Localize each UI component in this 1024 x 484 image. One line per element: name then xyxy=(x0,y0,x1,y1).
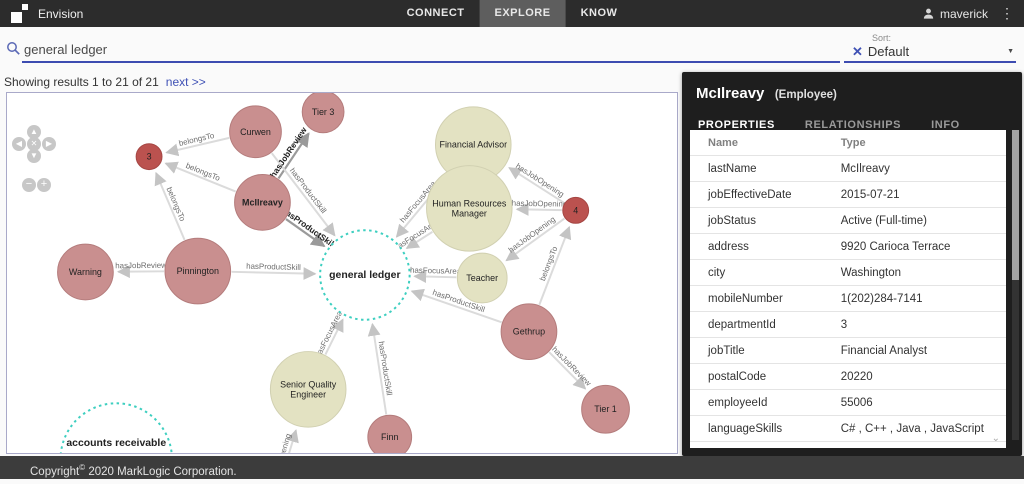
next-page-link[interactable]: next >> xyxy=(166,75,206,89)
scrollbar-thumb[interactable] xyxy=(1012,130,1019,280)
graph-node-n4[interactable]: 4 xyxy=(563,197,589,223)
graph-svg[interactable]: belongsTobelongsTobelongsTohasJobReviewh… xyxy=(7,93,677,453)
search-icon xyxy=(6,41,21,56)
copyright-text: Copyright© 2020 MarkLogic Corporation. xyxy=(30,466,237,478)
svg-text:4: 4 xyxy=(573,205,578,215)
search-input[interactable] xyxy=(22,37,840,63)
table-header-row: Name Type xyxy=(690,130,1006,156)
pan-zoom-controls: ▲ ◀ ✕ ▶ ▼ − + xyxy=(7,93,77,203)
graph-node-mcilreavy[interactable]: McIlreavy xyxy=(235,175,291,231)
footer: Copyright© 2020 MarkLogic Corporation. xyxy=(0,456,1024,479)
pan-right-button[interactable]: ▶ xyxy=(42,137,56,151)
brand-name: Envision xyxy=(38,7,83,21)
graph-node-tier1[interactable]: Tier 1 xyxy=(582,385,630,433)
selected-node-type: (Employee) xyxy=(775,89,837,101)
svg-text:hasJobReview: hasJobReview xyxy=(550,345,593,388)
svg-text:hasFocusArea: hasFocusArea xyxy=(410,266,462,276)
nav-tabs: CONNECT EXPLORE KNOW xyxy=(392,0,633,27)
graph-node-pinnington[interactable]: Pinnington xyxy=(165,238,231,304)
zoom-out-button[interactable]: − xyxy=(22,178,36,192)
graph-node-tier3[interactable]: Tier 3 xyxy=(302,93,344,133)
results-text: Showing results 1 to 21 of 21 xyxy=(4,75,159,89)
graph-node-curwen[interactable]: Curwen xyxy=(230,106,282,158)
pan-down-button[interactable]: ▼ xyxy=(27,149,41,163)
clear-sort-icon[interactable]: ✕ xyxy=(844,44,868,60)
svg-text:hasJobOpening: hasJobOpening xyxy=(512,199,568,209)
nav-tab-connect[interactable]: CONNECT xyxy=(392,0,480,27)
search-row: Sort: ✕ Default ▼ xyxy=(0,31,1024,67)
column-header-name: Name xyxy=(690,130,823,156)
results-summary: Showing results 1 to 21 of 21 next >> xyxy=(4,75,206,89)
brand: Envision xyxy=(0,4,83,24)
svg-text:Finn: Finn xyxy=(381,432,398,442)
graph-node-n3[interactable]: 3 xyxy=(136,144,162,170)
svg-text:belongsTo: belongsTo xyxy=(184,161,221,183)
chevron-down-icon[interactable]: ▼ xyxy=(1007,48,1016,55)
scroll-more-chevron-icon[interactable]: ⌄ xyxy=(992,433,1000,444)
sort-control[interactable]: Sort: ✕ Default ▼ xyxy=(844,31,1016,64)
svg-text:McIlreavy: McIlreavy xyxy=(242,197,283,207)
copyright-symbol: © xyxy=(79,463,85,472)
user-icon xyxy=(922,7,935,20)
svg-text:hasProductSkill: hasProductSkill xyxy=(246,262,301,272)
selected-node-title: McIlreavy xyxy=(696,85,764,102)
svg-text:Curwen: Curwen xyxy=(240,127,271,137)
user-menu[interactable]: maverick xyxy=(922,7,988,21)
sort-selected-value[interactable]: Default xyxy=(868,44,1007,59)
kebab-menu-icon[interactable]: ⋮ xyxy=(996,0,1018,27)
graph-node-gl[interactable]: general ledger xyxy=(320,230,410,320)
panel-scrollbar[interactable] xyxy=(1012,130,1019,440)
svg-text:general ledger: general ledger xyxy=(329,270,400,281)
svg-text:3: 3 xyxy=(147,152,152,162)
graph-node-acct[interactable]: accounts receivable xyxy=(61,403,172,453)
username: maverick xyxy=(940,7,988,21)
svg-text:hasProductSkill: hasProductSkill xyxy=(288,166,329,215)
svg-text:hasFocusArea: hasFocusArea xyxy=(313,309,344,359)
svg-text:Warning: Warning xyxy=(69,267,102,277)
svg-text:Tier 3: Tier 3 xyxy=(312,107,335,117)
graph-node-gethrup[interactable]: Gethrup xyxy=(501,304,557,360)
pan-left-button[interactable]: ◀ xyxy=(12,137,26,151)
top-nav: Envision CONNECT EXPLORE KNOW maverick ⋮ xyxy=(0,0,1024,27)
detail-panel: McIlreavy (Employee) PROPERTIES RELATION… xyxy=(682,72,1022,456)
zoom-in-button[interactable]: + xyxy=(37,178,51,192)
svg-text:Tier 1: Tier 1 xyxy=(594,404,617,414)
svg-text:Teacher: Teacher xyxy=(466,273,498,283)
svg-text:Financial Advisor: Financial Advisor xyxy=(439,140,507,150)
svg-text:hasJobOpening: hasJobOpening xyxy=(514,161,566,199)
column-header-type: Type xyxy=(823,130,1006,156)
svg-text:Gethrup: Gethrup xyxy=(513,327,545,337)
graph-node-finn[interactable]: Finn xyxy=(368,415,412,453)
svg-text:belongsTo: belongsTo xyxy=(538,245,560,283)
nav-tab-explore[interactable]: EXPLORE xyxy=(479,0,565,27)
detail-panel-header: McIlreavy (Employee) xyxy=(682,72,1022,107)
svg-text:accounts receivable: accounts receivable xyxy=(66,438,166,449)
nav-tab-know[interactable]: KNOW xyxy=(566,0,633,27)
marklogic-logo-icon xyxy=(10,4,30,24)
graph-node-warning[interactable]: Warning xyxy=(58,244,114,300)
svg-text:hasJobReview: hasJobReview xyxy=(115,261,167,270)
svg-text:Pinnington: Pinnington xyxy=(177,266,219,276)
graph-node-teacher[interactable]: Teacher xyxy=(457,253,507,303)
